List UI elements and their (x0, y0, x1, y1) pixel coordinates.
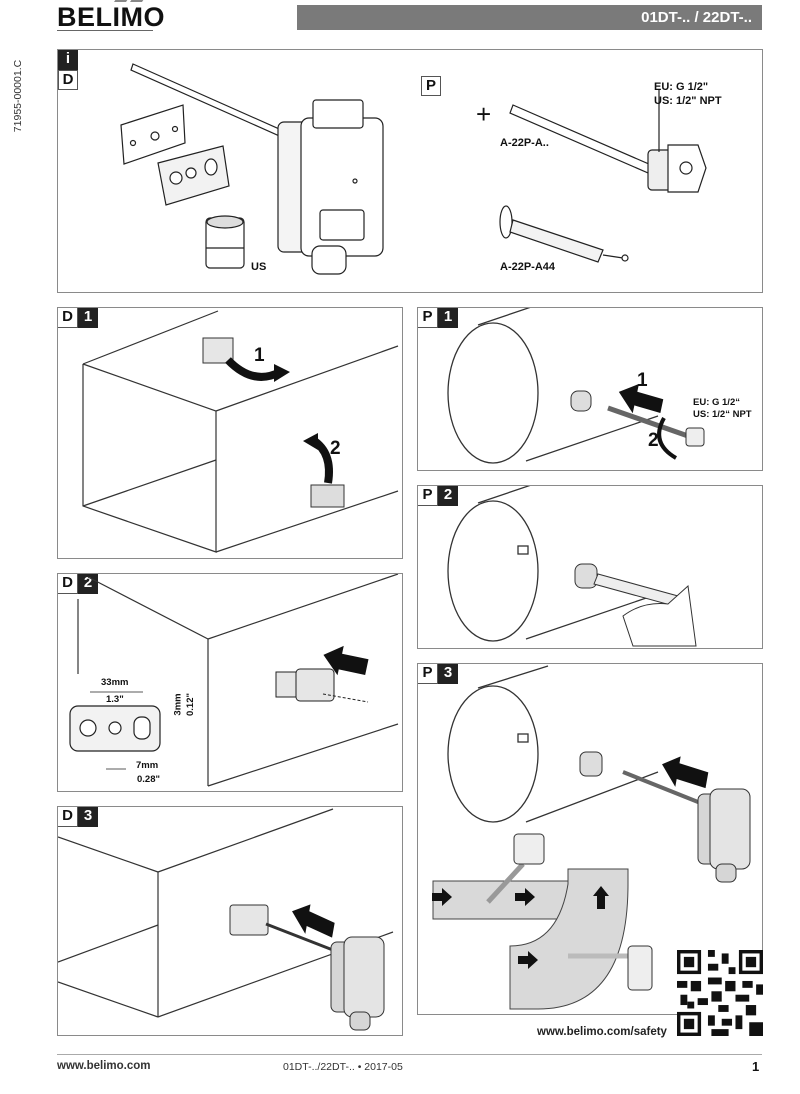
flow-arrow-icon (432, 888, 452, 906)
panel-d3: D 3 (57, 806, 403, 1036)
duct-tag: D (58, 70, 78, 90)
dim-hole-in: 0.28" (137, 774, 160, 785)
panel-d3-number: 3 (78, 807, 98, 827)
thermowell-rod (607, 405, 689, 439)
panel-p1-letter: P (418, 308, 438, 328)
pipe-icon (447, 486, 659, 642)
panel-p1-number: 1 (438, 308, 458, 328)
insert-arrow-icon (323, 645, 369, 676)
flange-dimension-drawing (69, 691, 161, 770)
logo-mark-icon (114, 0, 144, 2)
sensor-housing-icon (697, 788, 751, 883)
mini-sensor-icon (486, 833, 545, 904)
step-1-label: 1 (254, 345, 265, 366)
panel-d1: D 1 1 2 (57, 307, 403, 559)
us-adapter-icon (205, 215, 245, 269)
dim-width-in: 1.3" (106, 694, 124, 705)
weld-socket-icon (570, 390, 592, 412)
pipe-icon (447, 665, 659, 823)
info-tag: i (58, 50, 78, 70)
accessory-thermowell-label: A-22P-A.. (500, 137, 549, 149)
product-title: 01DT-.. / 22DT-.. (641, 9, 752, 26)
probe-rod (265, 922, 339, 954)
duct-sensor-insertion-illustration (58, 808, 394, 1031)
panel-p2-letter: P (418, 486, 438, 506)
us-adapter-label: US (251, 261, 267, 273)
plus-sign-label: + (476, 99, 492, 129)
step-2-label: 2 (330, 438, 341, 459)
thread-eu-label: EU: G 1/2“ (693, 397, 740, 408)
panel-p1: P 1 1 2 EU: G 1/2“ US: 1/2“ NPT (417, 307, 763, 471)
thread-us-label: US: 1/2" NPT (654, 95, 722, 107)
info-panel: i D P (57, 49, 763, 293)
panel-d2: D 2 33mm 1.3" 3mm 0.12" 7mm 0.28" (57, 573, 403, 792)
pipe-thermowell-illustration (447, 308, 705, 464)
mounting-plate-icon (120, 104, 186, 165)
dim-hole-mm: 7mm (136, 760, 159, 771)
insert-arrow-icon (292, 904, 335, 938)
qr-code-icon[interactable] (677, 950, 763, 1036)
panel-d3-letter: D (58, 807, 78, 827)
logo-underline (57, 30, 153, 31)
sticker-icon (202, 337, 234, 364)
mounting-flange-icon (157, 145, 230, 206)
flow-arrow-icon (518, 951, 538, 969)
sensor-probe-icon (130, 63, 384, 275)
thread-eu-label: EU: G 1/2" (654, 81, 709, 93)
pipe-sensor-illustration (432, 665, 751, 1010)
elbow-sensor-icon (568, 945, 653, 991)
thermowell-icon (509, 90, 707, 193)
duct-mounting-illustration (69, 574, 399, 787)
step-2-label: 2 (648, 430, 659, 451)
plate-icon (310, 484, 345, 508)
footer-doc-ref: 01DT-../22DT-.. • 2017-05 (283, 1061, 403, 1073)
insert-arrow-icon (618, 383, 664, 414)
pipe-icon (447, 308, 659, 464)
flow-arrow-up-icon (593, 886, 609, 909)
pipe-paste-illustration (447, 486, 697, 647)
thermowell-nut-icon (685, 427, 705, 447)
hand-icon (622, 584, 697, 647)
probe-rod (622, 770, 704, 806)
sensor-housing-icon (330, 936, 385, 1031)
mounting-parts-icon (275, 668, 369, 703)
info-illustration (120, 63, 707, 275)
accessory-paste-label: A-22P-A44 (500, 261, 556, 273)
rotate-arrow-icon (657, 417, 678, 460)
dim-height-in: 0.12" (185, 693, 196, 716)
dim-height-mm: 3mm (172, 693, 184, 716)
panel-p3-letter: P (418, 664, 438, 684)
step-1-label: 1 (637, 370, 648, 391)
duct-illustration (82, 310, 399, 553)
panel-d1-number: 1 (78, 308, 98, 328)
panel-p3-number: 3 (438, 664, 458, 684)
flange-icon (229, 904, 269, 936)
footer-website[interactable]: www.belimo.com (57, 1060, 151, 1072)
page-number: 1 (752, 1059, 760, 1074)
thermal-paste-syringe-icon (499, 205, 629, 263)
pipe-tag: P (421, 76, 441, 96)
footer-divider (57, 1054, 762, 1055)
panel-d2-letter: D (58, 574, 78, 594)
thread-us-label: US: 1/2“ NPT (693, 409, 752, 420)
flow-arrow-icon (515, 888, 535, 906)
document-id: 71955-00001.C (12, 59, 24, 133)
panel-d1-letter: D (58, 308, 78, 328)
brand-logo: BELIMO (57, 2, 165, 32)
insert-arrow-icon (662, 756, 709, 789)
thermowell-icon (579, 751, 603, 777)
product-title-bar: 01DT-.. / 22DT-.. (297, 5, 762, 30)
panel-p2-number: 2 (438, 486, 458, 506)
dim-width-mm: 33mm (101, 677, 129, 688)
panel-p2: P 2 (417, 485, 763, 649)
safety-link[interactable]: www.belimo.com/safety (537, 1026, 667, 1038)
